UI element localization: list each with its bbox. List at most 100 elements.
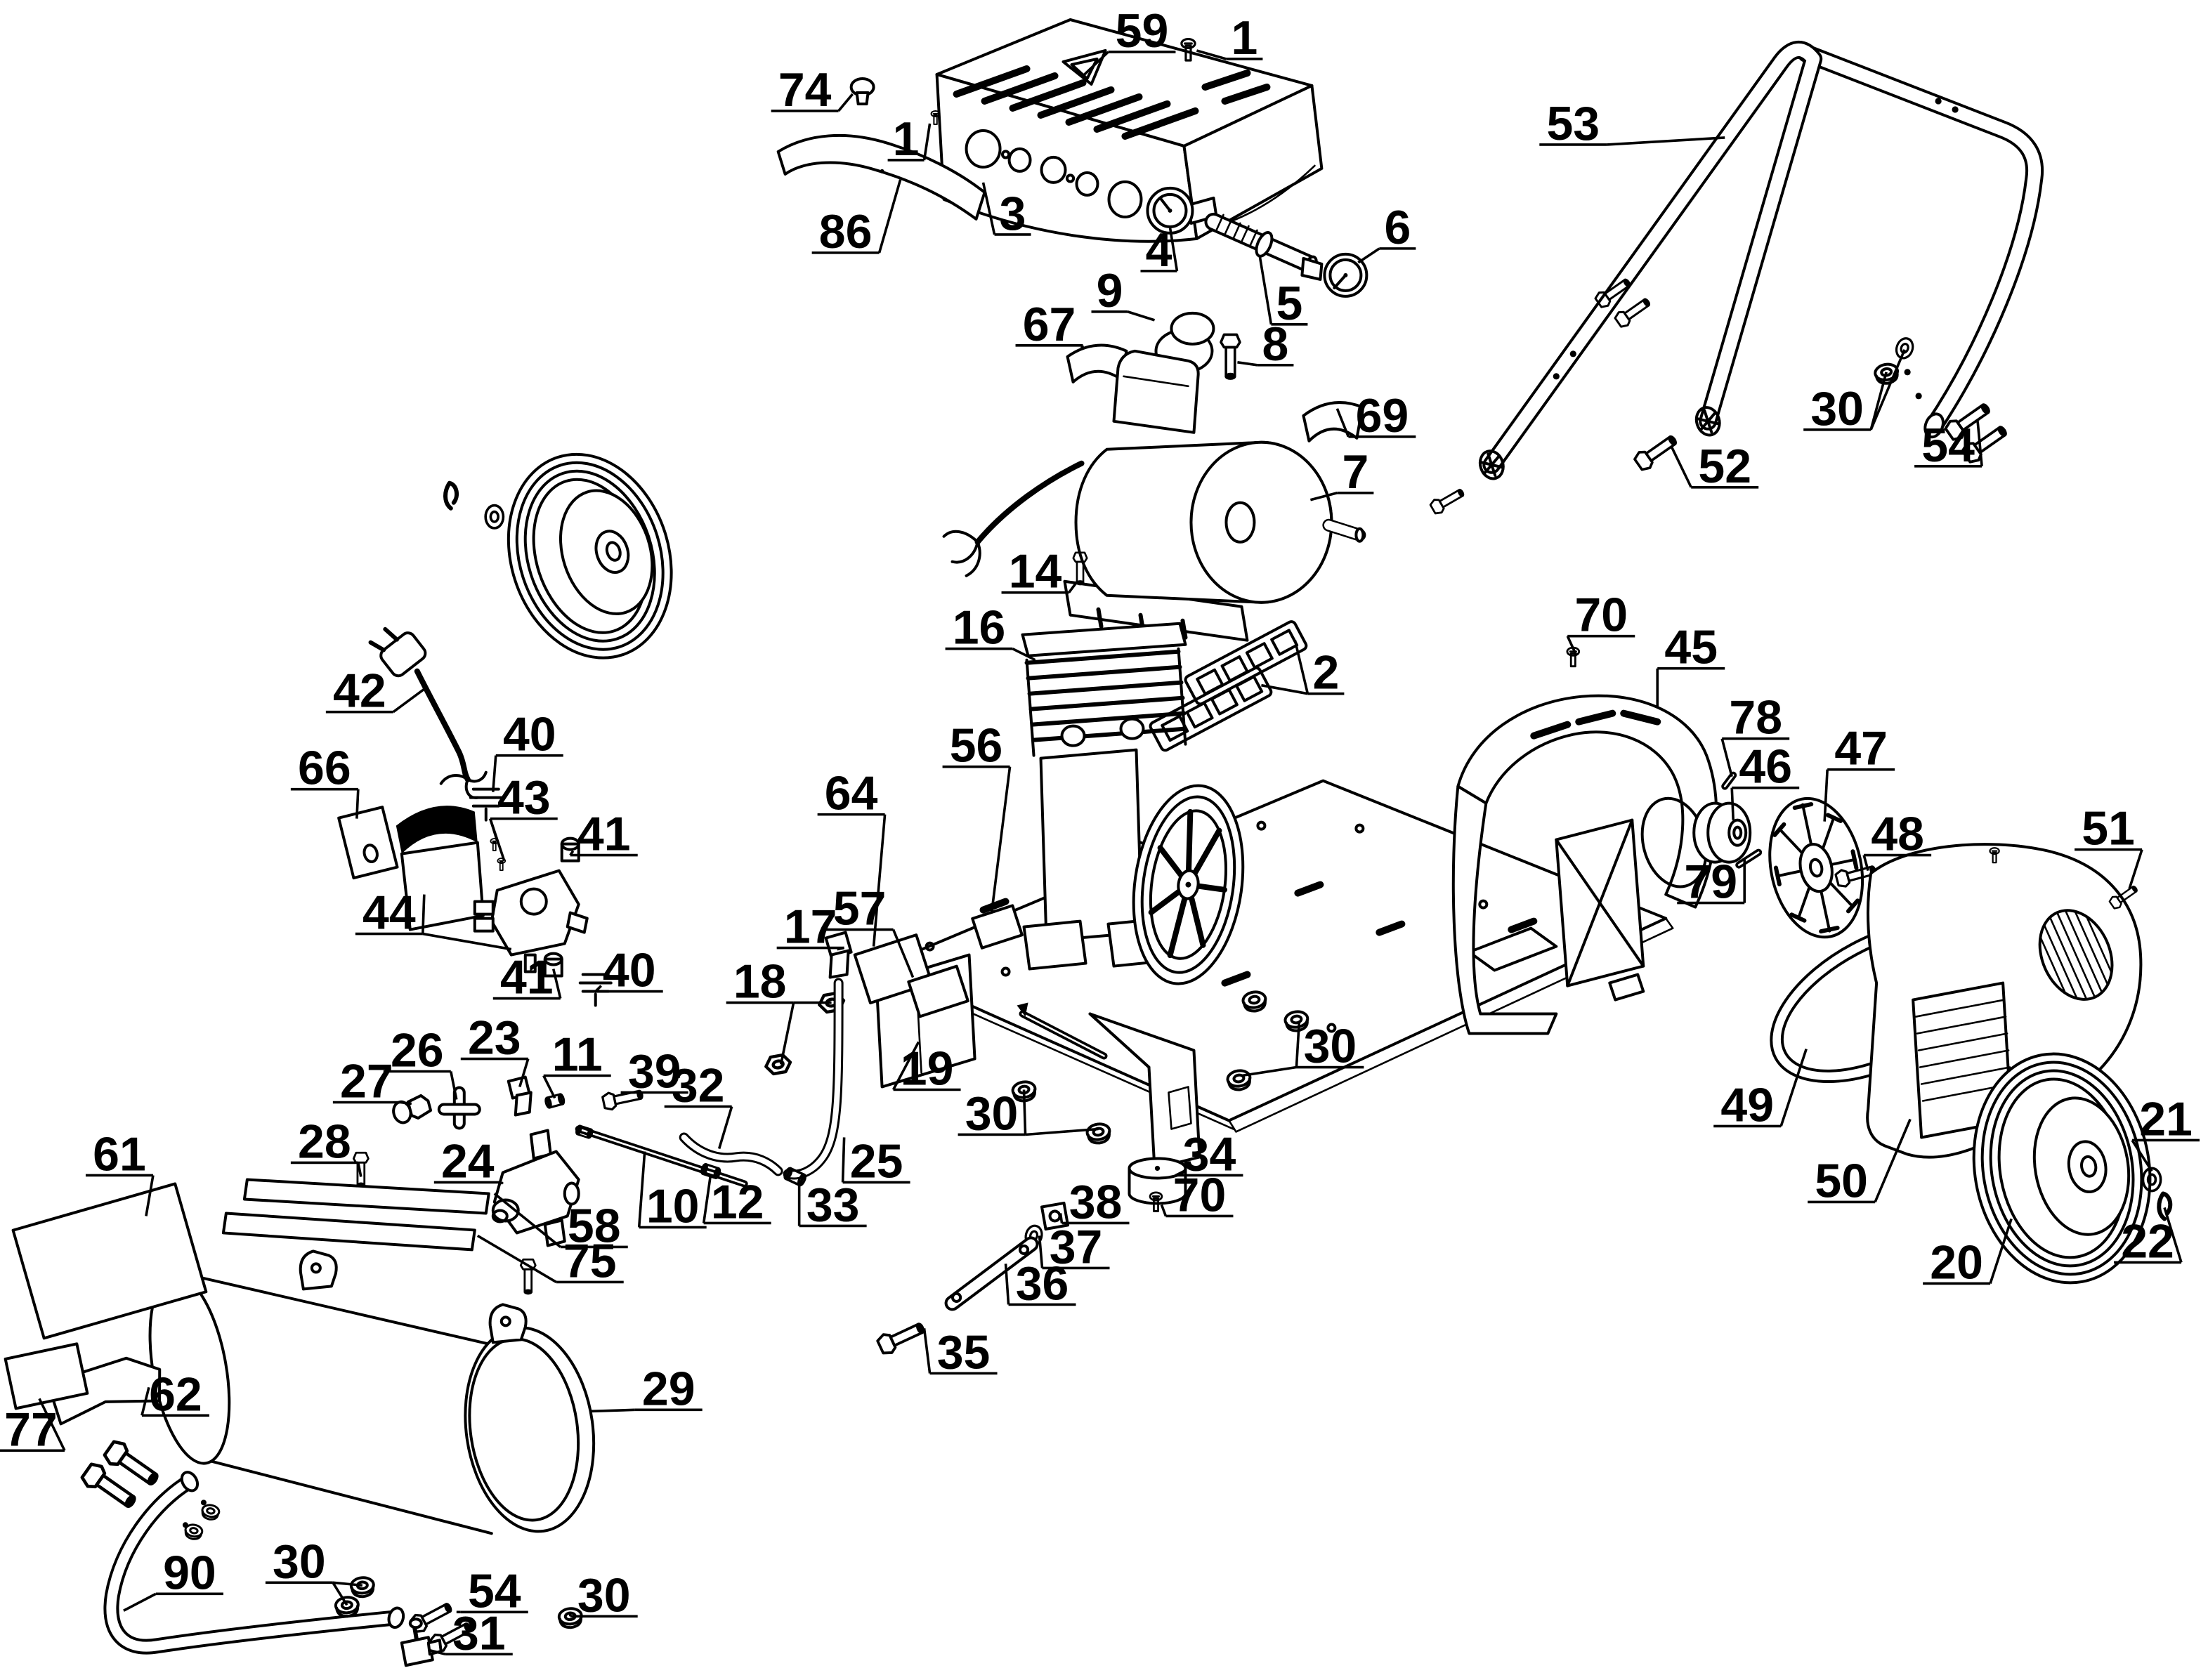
- callout-58: 58: [568, 1199, 621, 1252]
- drain-valve-31: [400, 1617, 443, 1667]
- warning-sticker-58: [242, 1178, 490, 1215]
- leader-line: [1241, 1065, 1297, 1077]
- callout-52: 52: [1698, 440, 1751, 493]
- leader-line: [837, 93, 854, 112]
- leader-line: [1022, 1089, 1027, 1135]
- callout-74: 74: [778, 63, 832, 117]
- cotter-pin: [443, 480, 459, 511]
- callout-86: 86: [819, 205, 873, 258]
- callout-75: 75: [563, 1234, 617, 1287]
- console-panel: [935, 18, 1324, 243]
- drain-hose-32: [679, 1132, 783, 1176]
- leader-line: [1720, 738, 1733, 777]
- callout-5: 5: [1276, 277, 1303, 330]
- leader-line: [332, 1582, 348, 1606]
- tank-bolt-28: [352, 1151, 370, 1188]
- callout-45: 45: [1664, 621, 1718, 674]
- handle-washer: [1893, 334, 1917, 362]
- leader-line: [428, 1648, 446, 1655]
- leader-line: [1357, 247, 1380, 264]
- leader-line: [1295, 1021, 1301, 1068]
- elbow-fitting-17: [824, 931, 853, 979]
- leader-line: [922, 123, 932, 161]
- leader-line: [542, 1075, 556, 1099]
- brace-strap-36: [944, 1236, 1039, 1311]
- leader-line: [892, 1041, 920, 1091]
- leader-line: [877, 179, 902, 254]
- callout-21: 21: [2139, 1092, 2193, 1146]
- callout-44: 44: [362, 886, 416, 940]
- callout-30: 30: [577, 1568, 631, 1622]
- leader-line: [2131, 1139, 2153, 1172]
- leader-line: [518, 1058, 530, 1088]
- leader-line: [1869, 349, 1906, 431]
- callout-32: 32: [672, 1059, 725, 1113]
- leader-line: [1068, 580, 1078, 593]
- leader-line: [1196, 49, 1227, 60]
- callout-33: 33: [806, 1178, 860, 1231]
- leader-line: [450, 1071, 458, 1100]
- callout-48: 48: [1871, 808, 1924, 861]
- callout-9: 9: [1097, 264, 1123, 317]
- callout-36: 36: [1016, 1256, 1069, 1310]
- callout-66: 66: [298, 742, 351, 795]
- callout-3: 3: [1000, 187, 1026, 240]
- pressure-gauge: [1146, 186, 1218, 235]
- key-79: [1735, 848, 1763, 869]
- tank-bracket: [299, 1249, 338, 1291]
- callout-54: 54: [1921, 419, 1975, 472]
- outlet-gauge: [1300, 252, 1368, 298]
- axle-washer: [484, 504, 505, 530]
- callout-57: 57: [833, 882, 887, 936]
- leader-line: [922, 1328, 932, 1374]
- callout-20: 20: [1930, 1235, 1983, 1289]
- leader-line: [872, 814, 887, 947]
- callout-53: 53: [1546, 97, 1600, 150]
- leader-line: [1607, 136, 1725, 146]
- callout-10: 10: [646, 1179, 700, 1233]
- leader-line: [594, 985, 603, 992]
- front-wheel: [507, 452, 673, 659]
- leader-line: [1869, 372, 1888, 431]
- leader-line: [1025, 1127, 1099, 1136]
- leader-line: [476, 1234, 557, 1283]
- callout-29: 29: [642, 1362, 695, 1415]
- fan-47: [1768, 796, 1864, 939]
- leader-line: [1127, 310, 1156, 322]
- switch-cover: [396, 806, 485, 931]
- outlet-tube-25: [783, 978, 844, 1180]
- callout-40: 40: [503, 708, 556, 761]
- callout-34: 34: [1183, 1127, 1236, 1181]
- leader-line: [779, 1002, 795, 1065]
- leader-line: [2128, 849, 2143, 890]
- big-label-61: [11, 1182, 208, 1340]
- flywheel: [1132, 784, 1245, 985]
- callout-7: 7: [1342, 445, 1368, 499]
- callout-28: 28: [298, 1115, 351, 1168]
- leader-line: [1566, 635, 1577, 655]
- callout-59: 59: [1116, 4, 1169, 58]
- callout-37: 37: [1050, 1220, 1103, 1273]
- label-plate: [337, 806, 399, 880]
- leader-line: [1168, 227, 1179, 272]
- leader-line: [1004, 1264, 1010, 1305]
- callout-1: 1: [893, 112, 920, 166]
- callout-62: 62: [149, 1367, 202, 1421]
- callout-30: 30: [1810, 382, 1864, 435]
- leader-line: [837, 946, 844, 951]
- leader-line: [332, 1581, 363, 1587]
- callout-54: 54: [468, 1564, 521, 1617]
- callout-56: 56: [950, 719, 1003, 773]
- wheel-pin-22: [2157, 1191, 2173, 1221]
- callout-70: 70: [1574, 589, 1628, 642]
- leader-line: [1261, 683, 1308, 695]
- leader-line: [1080, 345, 1085, 349]
- leader-line: [123, 1592, 157, 1612]
- leader-line: [637, 1151, 646, 1228]
- leader-line: [841, 1137, 846, 1183]
- leader-line: [400, 1101, 412, 1105]
- leader-line: [392, 687, 426, 714]
- leader-line: [702, 1174, 712, 1223]
- callout-35: 35: [937, 1325, 991, 1379]
- callout-46: 46: [1739, 740, 1792, 794]
